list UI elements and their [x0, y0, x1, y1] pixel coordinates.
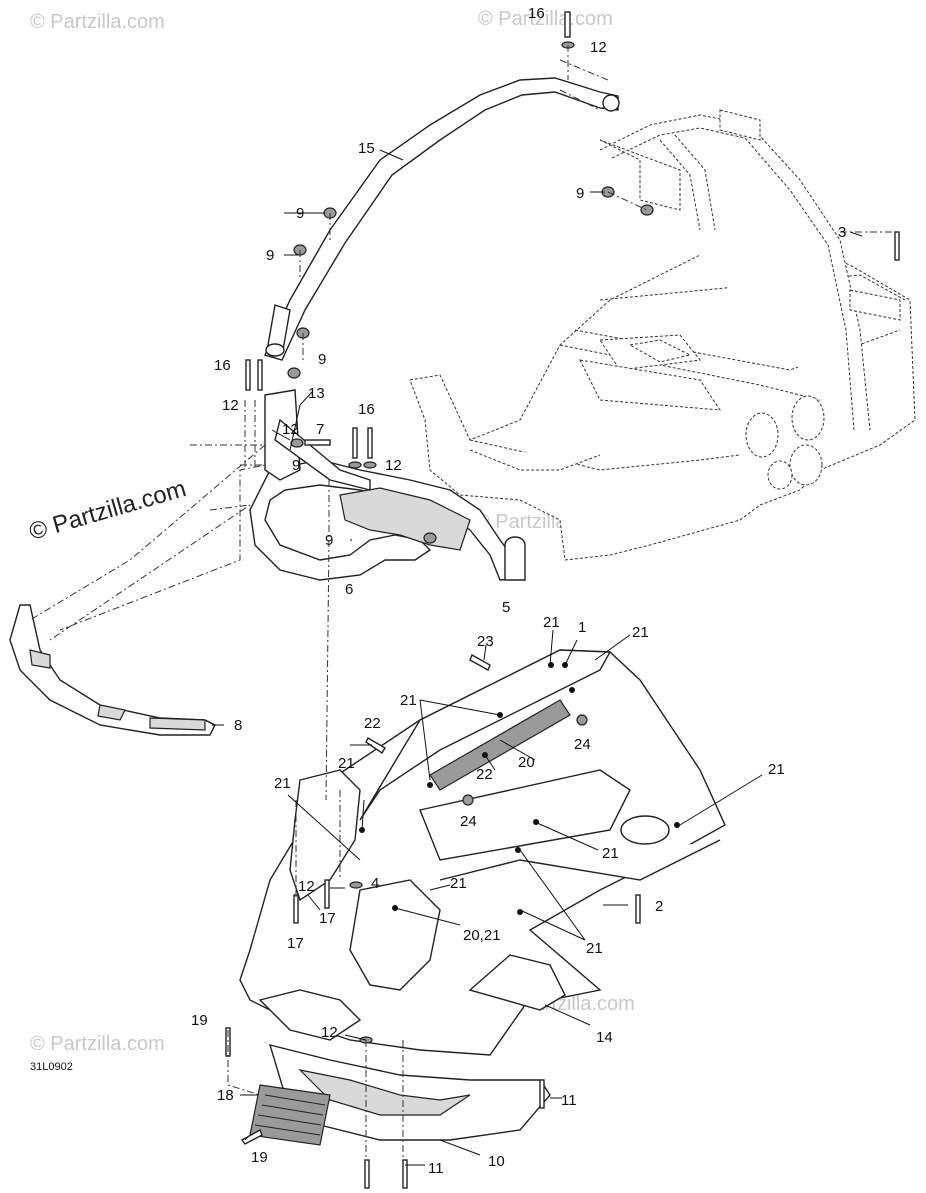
callout-22-a: 22 [364, 715, 381, 732]
belly-pan-1 [239, 649, 726, 1056]
callout-19-b: 19 [251, 1149, 268, 1166]
watermark-lower-left: © Partzilla.com [30, 1033, 165, 1055]
callout-21-h: 21 [586, 940, 603, 957]
callout-12-c: 12 [321, 1024, 338, 1041]
callout-10: 10 [488, 1153, 505, 1170]
callout-labels: 16 12 15 9 3 9 9 9 16 12 13 12 7 9 16 12… [30, 5, 846, 1177]
callout-21-f-label: 21 [274, 775, 291, 792]
callout-12-top: 12 [590, 39, 607, 56]
callout-16-mid: 16 [358, 401, 375, 418]
callout-21-a: 21 [543, 614, 560, 631]
callout-20-21: 20,21 [463, 927, 501, 944]
callout-21-e: 21 [768, 761, 785, 778]
callout-17-a: 17 [319, 910, 336, 927]
callout-21-f: 21 [602, 845, 619, 862]
callout-24-a: 24 [574, 736, 591, 753]
callout-13: 13 [308, 385, 325, 402]
callout-22-b: 22 [476, 766, 493, 783]
callout-20: 20 [518, 754, 535, 771]
callout-18: 18 [217, 1087, 234, 1104]
callout-21-g: 21 [450, 875, 467, 892]
callout-12-left: 12 [222, 397, 239, 414]
callout-11-a: 11 [561, 1092, 577, 1109]
fasteners [225, 11, 900, 1189]
callout-21-b: 21 [632, 624, 649, 641]
mesh-grille-18 [249, 1084, 331, 1146]
callout-6: 6 [345, 581, 353, 598]
callout-9-rear: 9 [576, 185, 584, 202]
callout-2: 2 [655, 898, 663, 915]
watermark-top-mid: © Partzilla.com [478, 8, 613, 30]
callout-17-b: 17 [287, 935, 304, 952]
watermark-top-left: © Partzilla.com [30, 11, 165, 33]
callout-7: 7 [316, 421, 324, 438]
callout-9-b: 9 [266, 247, 274, 264]
callout-16-top: 16 [528, 5, 545, 22]
callout-21-d: 21 [338, 755, 355, 772]
callout-9-d: 9 [292, 457, 300, 474]
callout-15: 15 [358, 140, 375, 157]
callout-19-a: 19 [191, 1012, 208, 1029]
callout-21-c: 21 [400, 692, 417, 709]
handle-bar-15 [264, 77, 620, 361]
callout-9-e: 9 [325, 532, 333, 549]
leader-lines [212, 149, 863, 1166]
front-bumper-6 [249, 389, 526, 581]
figure-code: 31L0902 [30, 1061, 73, 1073]
callout-16-left: 16 [214, 357, 231, 374]
callout-5: 5 [502, 599, 510, 616]
callout-12-mid: 12 [282, 421, 299, 438]
callout-23: 23 [477, 633, 494, 650]
callout-11-b: 11 [428, 1160, 444, 1177]
callout-14: 14 [596, 1029, 613, 1046]
watermark-main: © Partzilla.com [26, 475, 189, 546]
bumper-8 [9, 604, 216, 736]
chassis-frame [409, 109, 916, 561]
callout-4: 4 [371, 875, 379, 892]
callout-9-c: 9 [318, 351, 326, 368]
callout-24-b: 24 [460, 813, 477, 830]
skid-plate-10 [268, 1044, 551, 1141]
reference-lines [29, 45, 895, 1160]
callout-8: 8 [234, 717, 242, 734]
callout-3: 3 [838, 224, 846, 241]
callout-12-b: 12 [298, 878, 315, 895]
callout-9-a: 9 [296, 205, 304, 222]
callout-12-mid2: 12 [385, 457, 402, 474]
callout-1: 1 [578, 619, 586, 636]
